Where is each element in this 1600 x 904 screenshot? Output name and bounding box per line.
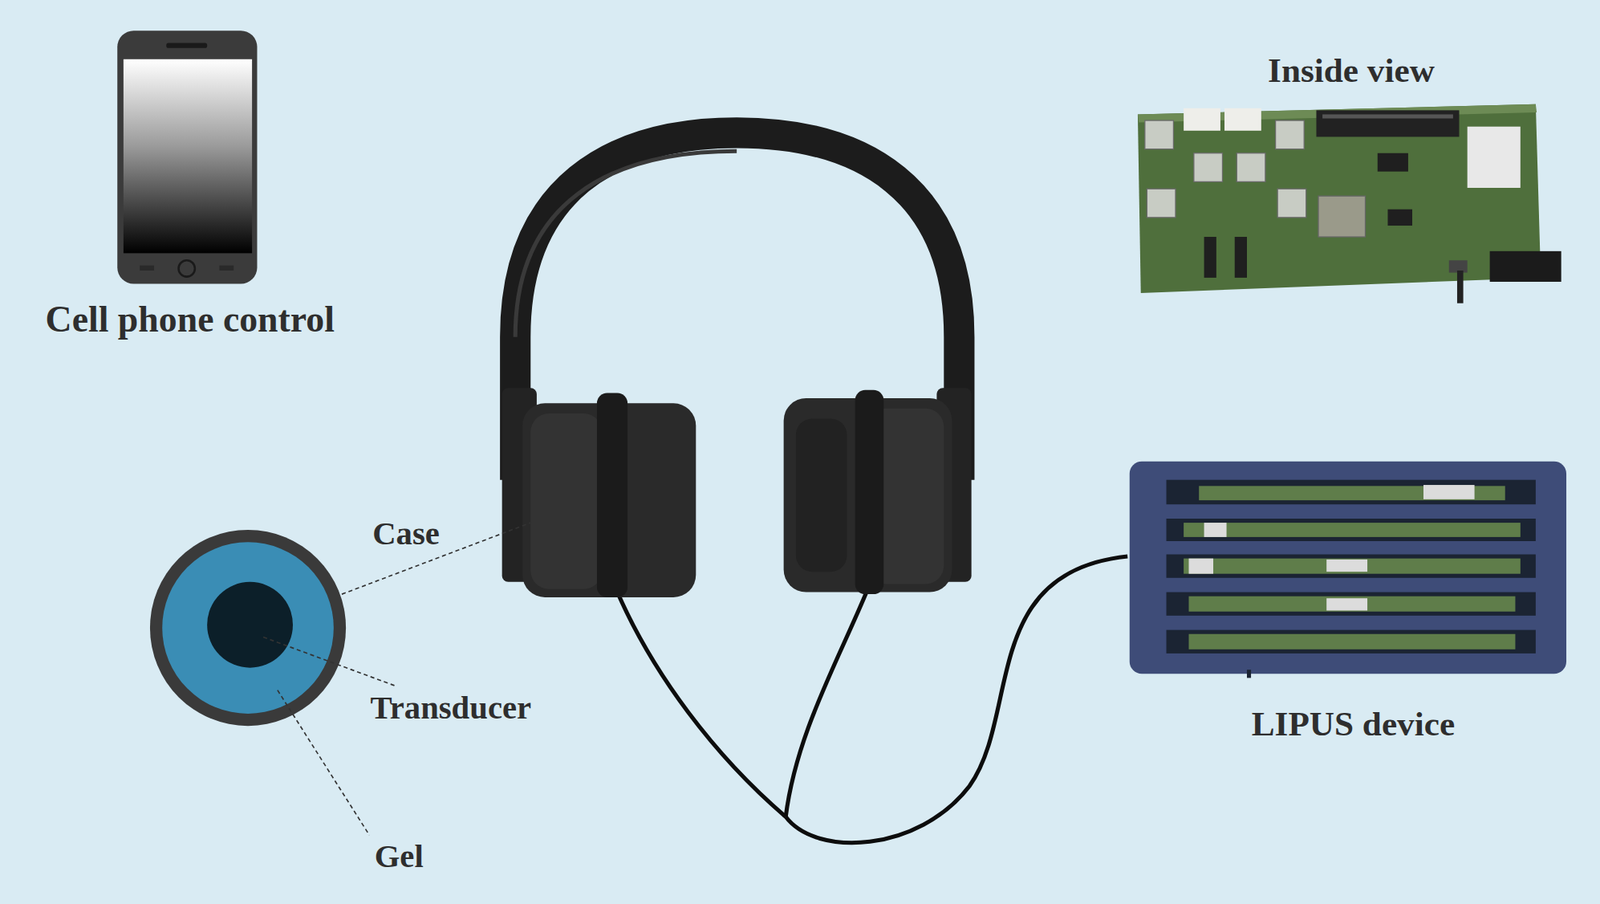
cable	[617, 556, 1128, 843]
part-label: Cell phone control	[45, 300, 335, 341]
transducer-section	[150, 529, 346, 726]
part-label: Inside view	[1267, 50, 1435, 90]
part-label: Case	[372, 515, 440, 552]
part-label: LIPUS device	[1251, 703, 1455, 743]
phone-icon	[117, 30, 257, 284]
headphones	[502, 132, 972, 597]
part-label: Gel	[374, 836, 424, 874]
leader-line	[263, 522, 531, 835]
lipus-device	[1129, 461, 1567, 679]
circuit-board	[1137, 104, 1562, 304]
part-label: Transducer	[370, 689, 532, 726]
